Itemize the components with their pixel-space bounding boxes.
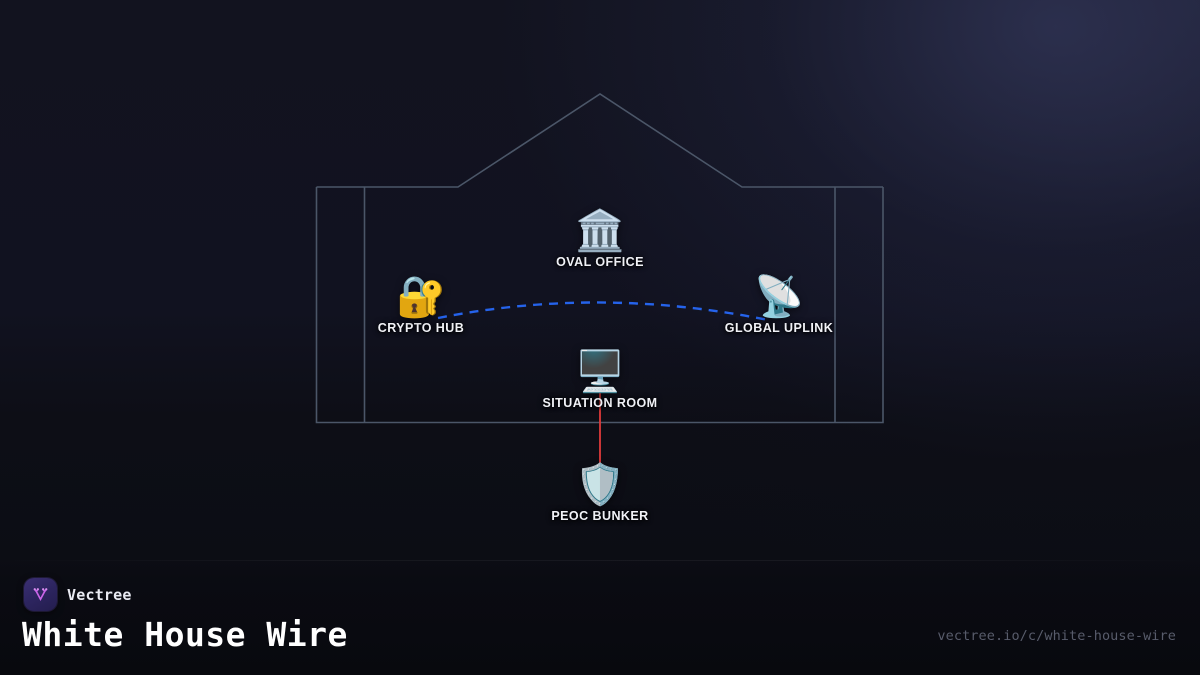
node-oval-office[interactable]: 🏛️ OVAL OFFICE — [556, 208, 644, 269]
brand-row[interactable]: Vectree — [24, 578, 132, 611]
brand-name: Vectree — [67, 585, 132, 604]
node-global-uplink[interactable]: 📡 GLOBAL UPLINK — [725, 274, 833, 335]
classical-building-icon: 🏛️ — [575, 209, 625, 253]
node-label-situation-room: SITUATION ROOM — [542, 396, 658, 410]
node-label-crypto-hub: CRYPTO HUB — [377, 321, 465, 335]
node-label-oval-office: OVAL OFFICE — [556, 255, 644, 269]
shield-icon: 🛡️ — [575, 463, 625, 507]
locked-with-key-icon: 🔐 — [396, 275, 446, 319]
node-situation-room[interactable]: 🖥️ SITUATION ROOM — [542, 349, 657, 410]
edge-crypto-hub-to-global-uplink[interactable] — [437, 301, 769, 322]
desktop-computer-icon: 🖥️ — [575, 350, 625, 394]
satellite-antenna-icon: 📡 — [754, 275, 804, 319]
node-crypto-hub[interactable]: 🔐 CRYPTO HUB — [378, 274, 464, 335]
page-title: White House Wire — [22, 615, 348, 654]
white-house-outline — [315, 93, 884, 424]
node-label-peoc-bunker: PEOC BUNKER — [551, 509, 649, 523]
diagram-canvas[interactable] — [0, 0, 1200, 560]
node-peoc-bunker[interactable]: 🛡️ PEOC BUNKER — [551, 462, 648, 523]
footer-bar: Vectree White House Wire vectree.io/c/wh… — [0, 560, 1200, 675]
vectree-v-logo-icon — [24, 578, 57, 611]
footer-url: vectree.io/c/white-house-wire — [937, 628, 1176, 644]
house-roof-path — [316, 93, 883, 188]
diagram-edges — [437, 301, 769, 470]
node-label-global-uplink: GLOBAL UPLINK — [724, 321, 834, 335]
